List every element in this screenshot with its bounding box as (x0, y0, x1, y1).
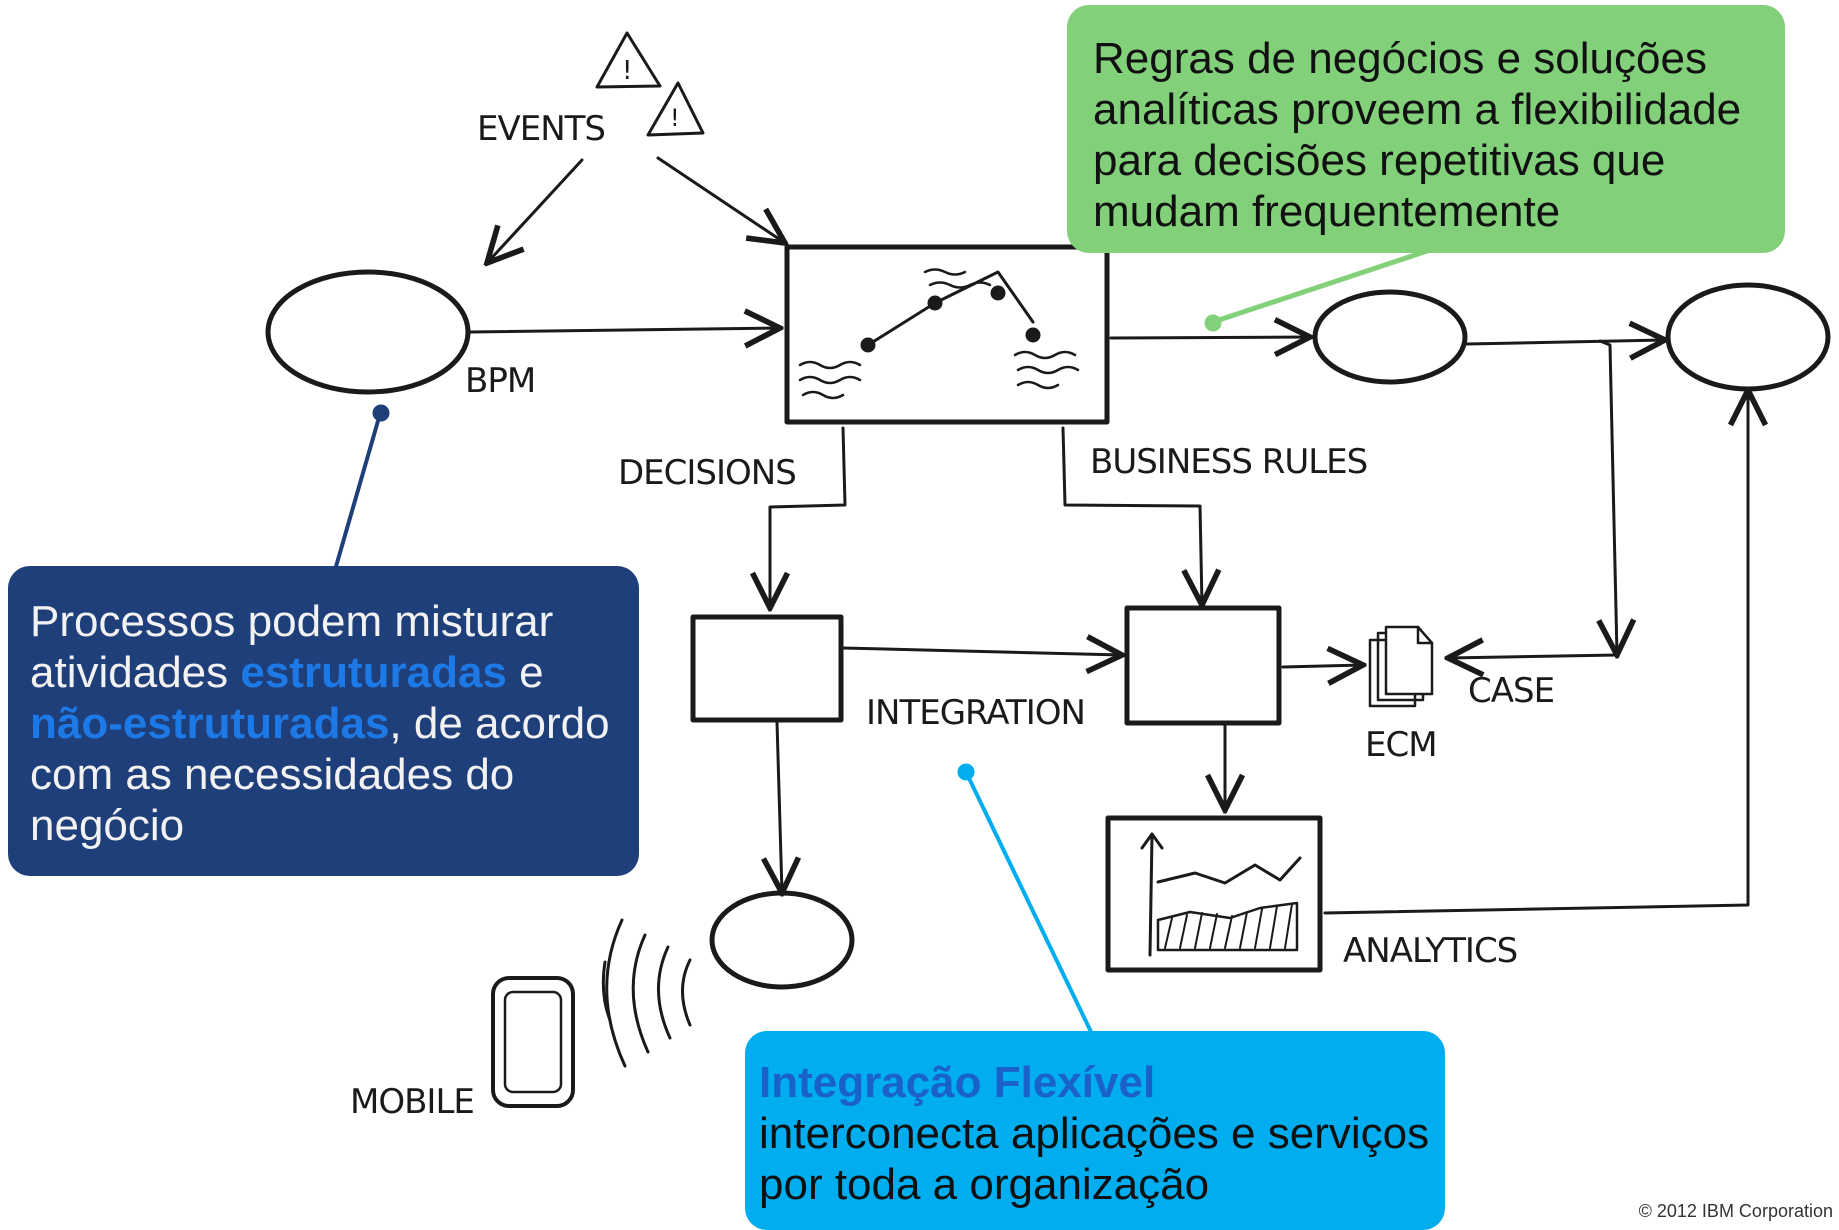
label-analytics: ANALYTICS (1343, 931, 1517, 971)
integration-box-right (1124, 605, 1282, 726)
warning-triangle-icon: ! (595, 31, 662, 89)
arrow-events-to-decision-box (656, 156, 785, 243)
arrow-integration (841, 648, 1122, 655)
copyright-notice: © 2012 IBM Corporation (1638, 1201, 1833, 1221)
rules-output-node (1312, 289, 1468, 385)
callout-business-rules: Regras de negócios e soluções analíticas… (1067, 5, 1785, 253)
highlight-structured: estruturadas (240, 648, 507, 697)
mobile-node (709, 890, 855, 990)
label-mobile: MOBILE (350, 1082, 474, 1122)
pointer-line-process (333, 412, 382, 572)
arrow-to-mobile-node (777, 720, 782, 893)
label-business-rules: BUSINESS RULES (1090, 442, 1367, 482)
arrow-rules-to-node (1109, 337, 1310, 338)
label-integration: INTEGRATION (866, 693, 1085, 733)
arrow-bpm-to-decision-box (468, 328, 780, 332)
callout-integration: Integração Flexível interconecta aplicaç… (745, 1031, 1445, 1230)
callout-process-text: Processos podem misturar atividades (30, 597, 554, 697)
arrow-decisions (770, 426, 847, 608)
callout-integration-title: Integração Flexível (759, 1058, 1156, 1107)
svg-text:!: ! (622, 56, 632, 86)
label-ecm: ECM (1365, 725, 1437, 765)
svg-text:!: ! (670, 104, 680, 132)
pointer-line-rules (1210, 247, 1433, 325)
callout-process-text: e (506, 648, 544, 697)
analytics-chart-box (1105, 815, 1323, 973)
bpm-node (265, 269, 471, 395)
callout-rules-text: Regras de negócios e soluções analíticas… (1093, 34, 1742, 236)
end-node (1665, 282, 1831, 392)
highlight-unstructured: não-estruturadas (30, 699, 390, 748)
wireless-signal-icon (601, 918, 692, 1068)
warning-triangle-icon: ! (646, 81, 705, 137)
label-decisions: DECISIONS (618, 453, 796, 493)
label-events: EVENTS (477, 109, 605, 149)
arrow-business-rules (1061, 426, 1202, 605)
arrow-case (1600, 339, 1617, 655)
callout-processes: Processos podem misturar atividades estr… (8, 566, 639, 876)
mobile-phone-icon (491, 976, 575, 1108)
integration-box-left (690, 614, 844, 723)
label-bpm: BPM (465, 361, 535, 401)
arrow-analytics-to-end-node (1323, 390, 1748, 915)
label-case: CASE (1468, 671, 1554, 711)
arrow-node-to-end-node (1465, 340, 1665, 344)
decision-chart-box (784, 244, 1110, 425)
callout-process-text: , de acordo com as necessidades do negóc… (30, 699, 610, 850)
callout-integration-body: interconecta aplicações e serviços por t… (759, 1109, 1430, 1209)
arrow-events-to-bpm (487, 158, 584, 263)
document-stack-icon (1368, 625, 1434, 708)
arrow-to-ecm (1281, 665, 1363, 667)
pointer-line-integration (964, 770, 1095, 1038)
